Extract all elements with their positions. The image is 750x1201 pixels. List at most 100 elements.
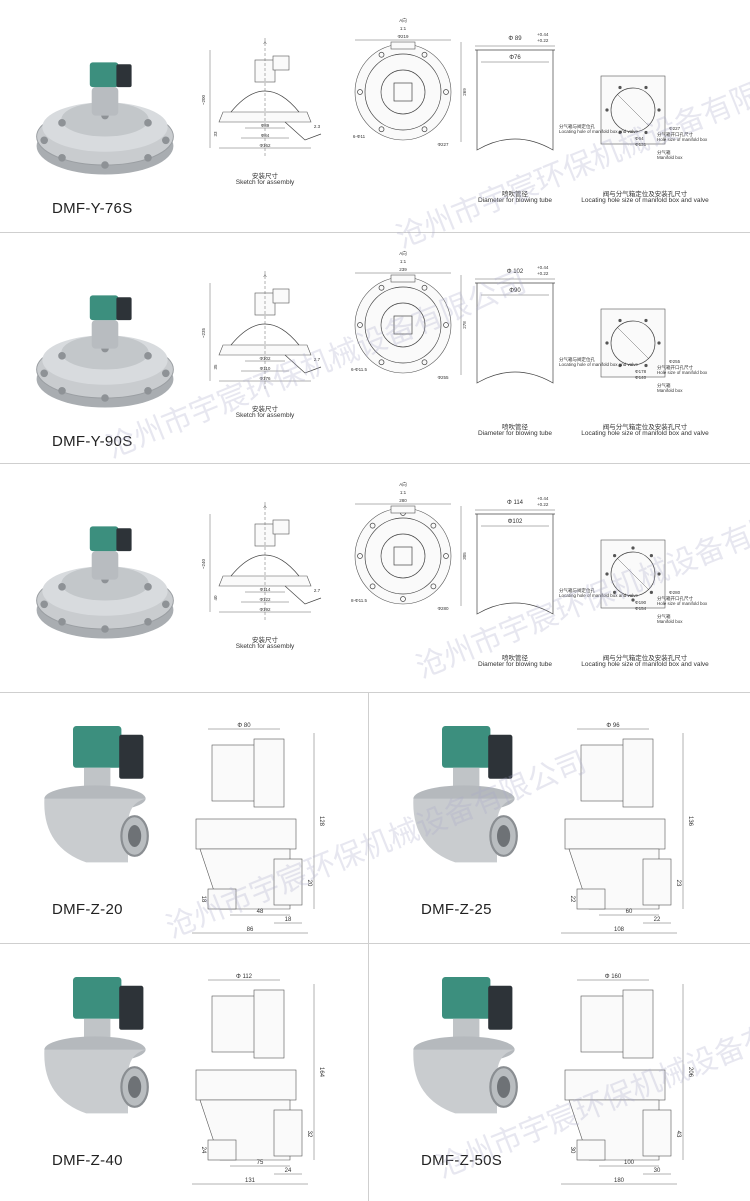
manifold-hole	[631, 598, 635, 602]
assembly-caption-en: Sketch for assembly	[235, 412, 295, 419]
plan-inner-circle	[380, 302, 426, 348]
assembly-flange	[218, 111, 312, 123]
drawing-connector	[622, 989, 654, 1059]
w3-label: 131	[245, 1178, 256, 1184]
assembly-flange	[218, 344, 312, 356]
plan-bolt-hole	[378, 126, 385, 133]
connector	[488, 734, 513, 779]
manifold-hole	[618, 363, 622, 368]
plan-bolt-hole	[421, 359, 428, 366]
d1-label: Φ102	[259, 356, 271, 361]
plan-bolt-hole	[357, 322, 363, 328]
flange-label: 239	[399, 267, 407, 272]
plan-bolt-hole	[430, 583, 437, 590]
tube-outline	[476, 50, 554, 151]
w2-label: 30	[654, 1168, 661, 1174]
h1-label: 40	[213, 595, 218, 601]
valve-body	[413, 1049, 515, 1114]
plate-s-label: Φ190	[635, 600, 647, 605]
assembly-caption-en: Sketch for assembly	[235, 643, 295, 650]
connector	[119, 734, 144, 779]
tol-up-label: +0.44	[537, 265, 549, 270]
bolt	[101, 161, 109, 169]
hole-b-label: 分气箱开口孔尺寸	[657, 131, 693, 138]
w2-label: 18	[285, 917, 292, 923]
height-label: ~235	[201, 327, 206, 338]
plan-bolt-hole	[369, 522, 376, 529]
y-row-drawing: ~235A352.7Φ102Φ110Φ176A向1:12392786-Φ11.5…	[36, 250, 708, 408]
tol-up-label: +0.44	[537, 496, 549, 501]
assembly-outlet	[284, 585, 322, 605]
hole-c-label: 分气箱	[657, 613, 671, 620]
plan-bolt-circle	[364, 286, 442, 364]
hole-caption-en: Locating hole size of manifold box and v…	[581, 430, 709, 437]
tube-caption-en: Diameter for blowing tube	[477, 661, 553, 668]
drawing-outlet	[273, 858, 303, 906]
hole-b-en-label: Hole size of manifold box	[657, 137, 708, 142]
hole-c-en-label: Manifold box	[657, 388, 683, 393]
drawing-coil	[211, 744, 259, 802]
outlet-hole	[497, 825, 511, 847]
tube-od-label: Φ 89	[508, 36, 522, 42]
assembly-caption-cn: 安装尺寸	[252, 637, 278, 644]
top-diameter-label: Φ 160	[605, 974, 622, 980]
tube-id-label: Φ102	[508, 519, 523, 525]
tol-dn-label: +0.22	[537, 502, 549, 507]
height-label: 136	[687, 816, 693, 827]
connector	[488, 985, 513, 1030]
bolt	[58, 617, 66, 626]
drawing-inlet	[576, 888, 606, 910]
model-label: DMF-Z-25	[421, 901, 492, 918]
valve-body	[44, 1049, 146, 1114]
drawing-outlet	[273, 1109, 303, 1157]
hole-a-en-label: Locating hole of manifold box and valve	[559, 362, 639, 367]
height-label: ~240	[201, 558, 206, 569]
valve-photo-z	[44, 977, 149, 1114]
manifold-hole	[644, 318, 648, 323]
manifold-hole	[644, 85, 648, 90]
tol-dn-label: +0.22	[537, 38, 549, 43]
w3-label: 108	[614, 927, 625, 933]
bolt	[162, 600, 170, 609]
h1-label: 30	[569, 1147, 575, 1154]
plan-bolt-hole	[357, 89, 363, 95]
bolt	[58, 386, 66, 395]
hole-a-label: 分气箱与阀定位孔	[559, 123, 595, 130]
valve-neck	[453, 1018, 480, 1041]
view-label: A向	[399, 17, 407, 23]
coil	[442, 977, 491, 1019]
bolt	[144, 583, 152, 591]
bolt	[144, 352, 152, 360]
manifold-hole	[618, 130, 622, 135]
d2-label: Φ122	[259, 597, 271, 602]
plan-outer-circle	[354, 507, 452, 605]
manifold-diag	[616, 326, 650, 360]
manifold-hole	[618, 85, 622, 90]
coil	[73, 977, 122, 1019]
w1-label: 100	[624, 1160, 635, 1166]
plate-s-label: Φ178	[635, 369, 647, 374]
coil	[442, 726, 491, 768]
valve-photo-z	[413, 977, 518, 1114]
d2-label: Φ110	[260, 366, 271, 371]
manifold-hole	[613, 590, 617, 594]
valve-neck	[91, 320, 119, 349]
valve-neck	[84, 767, 111, 790]
tube-outline	[476, 283, 554, 384]
h1-label: 24	[200, 1147, 206, 1154]
bolt	[40, 600, 48, 609]
coil	[89, 295, 119, 321]
drawing-connector	[253, 738, 285, 808]
drawing-connector	[253, 989, 285, 1059]
drawing-outlet	[642, 858, 672, 906]
w3-label: 180	[614, 1178, 625, 1184]
plan-bolt-hole	[443, 553, 449, 559]
h2-label: 2.3	[314, 124, 321, 129]
w1-label: 60	[626, 909, 633, 915]
hole-a-en-label: Locating hole of manifold box and valve	[559, 593, 639, 598]
